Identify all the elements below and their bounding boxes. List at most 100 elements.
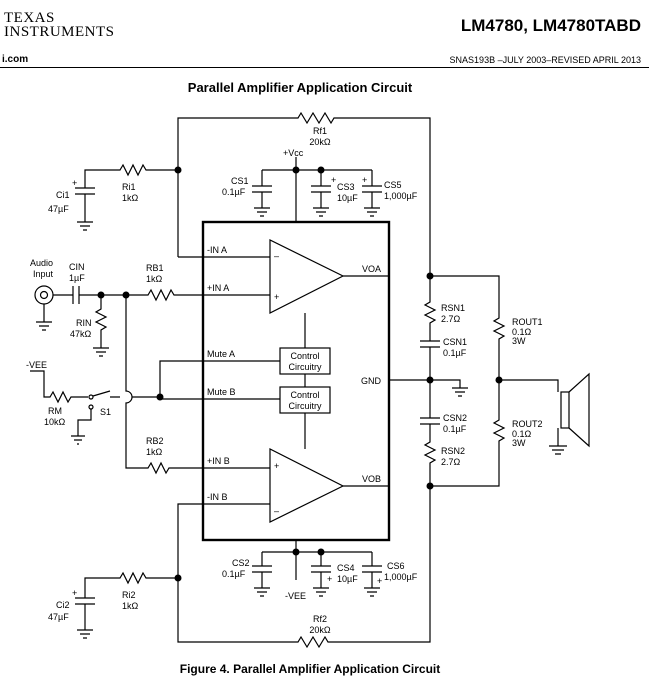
snubber-network [420,276,440,486]
pin-mute-b: Mute B [207,387,236,397]
vcc-label: +Vcc [283,148,304,158]
rf1-value: 20kΩ [309,137,331,147]
doc-revision: SNAS193B –JULY 2003–REVISED APRIL 2013 [449,55,641,65]
ci2-capacitor [75,597,95,639]
control-a-line1: Control [290,351,319,361]
cs6-capacitor [362,552,382,597]
amp-a-plus: + [274,292,279,302]
cs2-value: 0.1µF [222,569,246,579]
gnd-symbol [430,379,468,397]
ri1-resistor [84,163,178,188]
speaker-cone [568,372,590,448]
cin-value: 1µF [69,273,85,283]
rout1-value: 0.1Ω [512,327,532,337]
s1-switch [92,390,111,397]
output-lines [343,275,430,487]
cs6-plus: + [377,576,382,586]
in-b-lines [203,467,270,505]
rin-value: 47kΩ [70,329,92,339]
ci1-label: Ci1 [56,190,70,200]
header-rule [0,67,649,68]
rb2-path [125,295,203,475]
cs4-label: CS4 [337,563,355,573]
amp-b-plus: + [274,461,279,471]
ri2-value: 1kΩ [122,601,139,611]
csn1-label: CSN1 [443,337,467,347]
cs6-label: CS6 [387,561,405,571]
pin-gnd: GND [361,376,382,386]
ri1-value: 1kΩ [122,193,139,203]
rsn1-label: RSN1 [441,303,465,313]
ci2-plus: + [72,588,77,598]
rf2-value: 20kΩ [309,625,331,635]
rout2-power: 3W [512,438,526,448]
control-b-line1: Control [290,390,319,400]
ci2-label: Ci2 [56,600,70,610]
rm-label: RM [48,406,62,416]
cin-label: CIN [69,262,85,272]
cs3-label: CS3 [337,182,355,192]
mute-lines [203,360,280,400]
page-title: Parallel Amplifier Application Circuit [187,80,413,95]
ci1-plus: + [72,178,77,188]
rb1-value: 1kΩ [146,274,163,284]
brand-logo-line2: INSTRUMENTS [4,24,115,40]
csn1-value: 0.1µF [443,348,467,358]
rsn1-value: 2.7Ω [441,314,461,324]
cs4-plus: + [327,574,332,584]
rb1-label: RB1 [146,263,164,273]
ci1-value: 47µF [48,204,69,214]
cs1-label: CS1 [231,176,249,186]
rout1-label: ROUT1 [512,317,543,327]
s1-ground [71,409,92,445]
rin-resistor [93,295,109,357]
audio-input-label-1: Audio [30,258,53,268]
ci1-capacitor [75,187,95,231]
figure-caption: Figure 4. Parallel Amplifier Application… [179,662,441,676]
cin-rb1-path [53,286,203,304]
switch-contact [88,394,94,400]
amplifier-b [269,448,345,523]
cs5-plus: + [362,175,367,185]
junction [292,548,300,556]
rf1-resistor [177,111,431,276]
pin-in-a-neg: -IN A [207,245,227,255]
cs5-capacitor [362,170,382,217]
cs3-capacitor [311,170,331,217]
pin-voa: VOA [362,264,381,274]
ci2-value: 47µF [48,612,69,622]
rout1-power: 3W [512,336,526,346]
cs2-capacitor [252,552,272,597]
rb2-label: RB2 [146,436,164,446]
amp-b-minus: – [274,506,279,516]
control-b-line2: Circuitry [289,401,322,411]
url-fragment: i.com [2,54,29,65]
pin-vob: VOB [362,474,381,484]
speaker-body [560,391,570,429]
audio-ground [36,304,52,331]
cs2-label: CS2 [232,558,250,568]
rm-value: 10kΩ [44,417,66,427]
s1-label: S1 [100,407,111,417]
rf1-label: Rf1 [313,126,327,136]
ri1-label: Ri1 [122,182,136,192]
neg-vee-label: -VEE [26,360,47,370]
pin-mute-a: Mute A [207,349,235,359]
part-number: LM4780, LM4780TABD [460,16,641,35]
cs6-value: 1,000µF [384,572,418,582]
rsn2-value: 2.7Ω [441,457,461,467]
csn2-label: CSN2 [443,413,467,423]
cs1-value: 0.1µF [222,187,246,197]
switch-contact [88,404,94,410]
in-a-lines [203,256,270,296]
rf2-resistor [177,486,431,649]
rout2-value: 0.1Ω [512,429,532,439]
cs1-capacitor [252,170,272,217]
audio-input-label-2: Input [33,269,54,279]
rout2-label: ROUT2 [512,419,543,429]
cs3-value: 10µF [337,193,358,203]
amplifier-a [269,239,345,314]
speaker-ground [549,428,567,455]
cs5-value: 1,000µF [384,191,418,201]
